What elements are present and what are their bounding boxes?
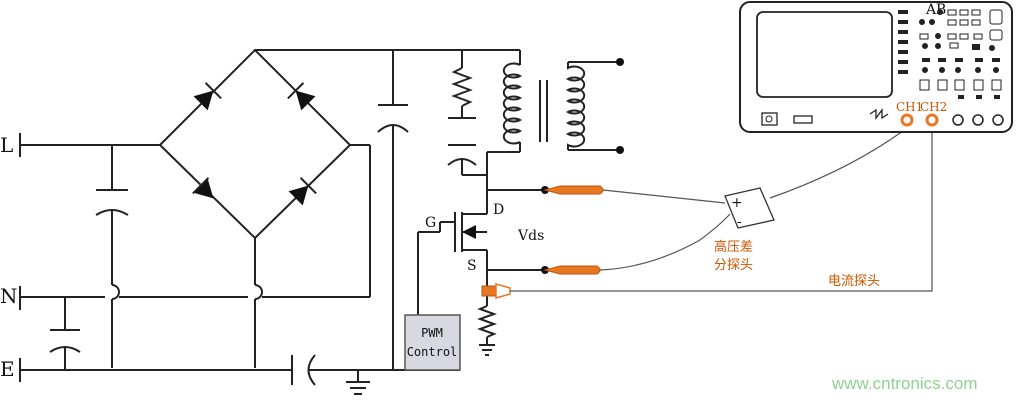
hv-diff-probe-label-1: 高压差: [714, 239, 753, 255]
snubber-resistor: [448, 50, 476, 119]
transformer-core: [539, 80, 548, 142]
y-capacitor: [49, 297, 81, 370]
scope-ch1-label: CH1: [896, 100, 923, 114]
scope-ch2-label: CH2: [920, 100, 947, 114]
pwm-control-label: Control: [407, 345, 458, 359]
terminal-e-label: E: [0, 357, 15, 381]
terminal-l-label: L: [0, 133, 13, 157]
diff-probe-minus-lead: [599, 213, 731, 271]
terminal-n-label: N: [0, 284, 18, 308]
vds-label: Vds: [517, 228, 544, 244]
source-label: S: [467, 258, 477, 274]
hv-diff-probe-box: + -: [724, 187, 775, 230]
output-terminal-top: [616, 58, 624, 66]
watermark: www.cntronics.com: [831, 374, 977, 393]
snubber-capacitor: [447, 144, 487, 176]
scope-ch3-input: [952, 114, 964, 126]
transformer-secondary: [565, 58, 624, 154]
diff-probe-plus-lead: [602, 189, 726, 204]
ground-symbol-e: [346, 370, 370, 395]
source-wire: [487, 266, 549, 274]
scope-ch2-input: [925, 113, 939, 127]
pwm-label: PWM: [421, 326, 443, 340]
scope-top-buttons: [919, 9, 1003, 51]
scope-ext-input: [992, 114, 1004, 126]
pwm-control-box: PWM Control: [404, 314, 461, 371]
bridge-rectifier: [158, 48, 352, 240]
current-probe-clamp: [481, 283, 511, 299]
scope-label-a: A: [925, 2, 937, 18]
scope-probe-comp-icon: [869, 108, 889, 120]
bulk-capacitor: [377, 50, 409, 370]
diff-minus-sign: -: [737, 214, 742, 230]
hv-diff-probe-label-2: 分探头: [714, 258, 753, 273]
scope-ch4-input: [972, 114, 984, 126]
scope-screen: [756, 11, 893, 98]
diff-probe-to-ch1-cable: [769, 127, 908, 199]
output-terminal-bottom: [616, 146, 624, 154]
scope-side-buttons: [898, 10, 908, 74]
drain-label: D: [493, 202, 504, 218]
scope-usb-slot: [793, 115, 813, 124]
current-probe-cable: [510, 128, 933, 292]
diff-probe-drain-tip: [543, 185, 604, 195]
sense-resistor: [477, 290, 497, 356]
line-n-wire: [20, 144, 371, 298]
scope-power-button: [761, 112, 778, 126]
diff-plus-sign: +: [731, 195, 743, 211]
bridge-ac-n-wire: [254, 238, 263, 368]
x-capacitor: [95, 145, 129, 368]
mosfet: [417, 205, 488, 315]
transformer-primary: [487, 50, 523, 153]
current-probe-label: 电流探头: [828, 274, 880, 289]
gate-label: G: [425, 215, 436, 231]
oscilloscope: A B: [739, 1, 1013, 133]
scope-ch1-input: [900, 113, 914, 127]
diff-probe-source-tip: [543, 265, 601, 275]
scope-knob-rows: [919, 58, 1002, 99]
